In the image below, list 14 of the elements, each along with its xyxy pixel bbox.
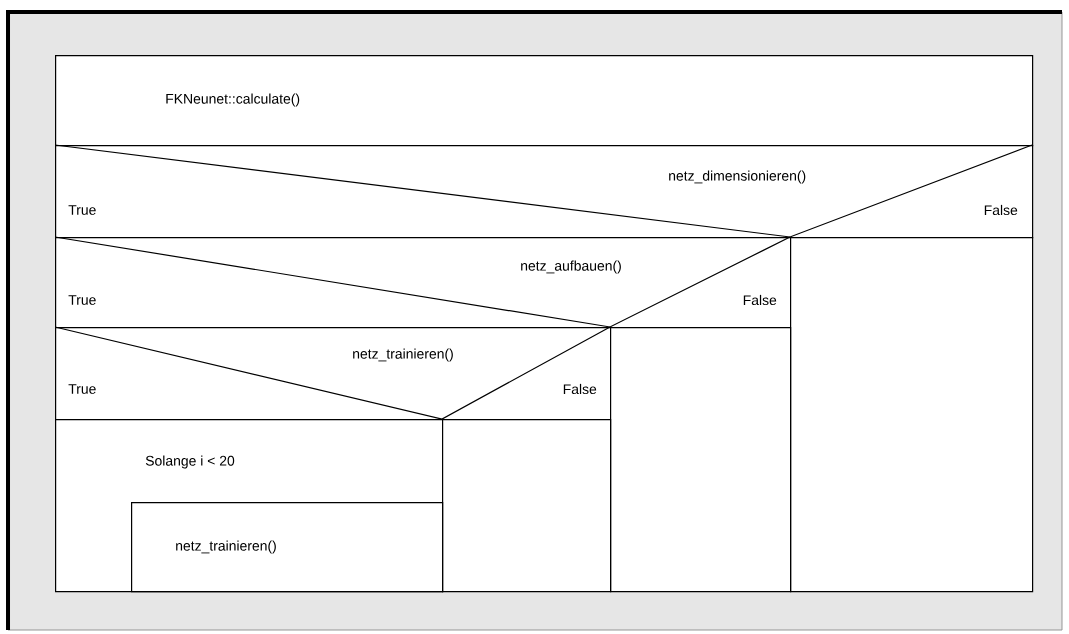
decision-block: netz_dimensionieren() True False	[54, 144, 1034, 239]
decision-block: netz_aufbauen() True False	[54, 236, 792, 329]
empty-branch-box	[790, 237, 1034, 593]
branch-label: False	[743, 294, 777, 306]
empty-branch-box	[442, 419, 612, 593]
branch-label: False	[563, 383, 597, 395]
branch-label: True	[68, 295, 96, 305]
branch-label: False	[984, 204, 1018, 216]
statement-box: netz_trainieren()	[131, 502, 444, 593]
empty-branch-box	[610, 327, 792, 593]
statement-box: FKNeunet::calculate()	[55, 55, 1034, 147]
branch-label: True	[68, 384, 96, 394]
branch-label: True	[68, 205, 96, 215]
decision-block: netz_trainieren() True False	[54, 326, 612, 421]
